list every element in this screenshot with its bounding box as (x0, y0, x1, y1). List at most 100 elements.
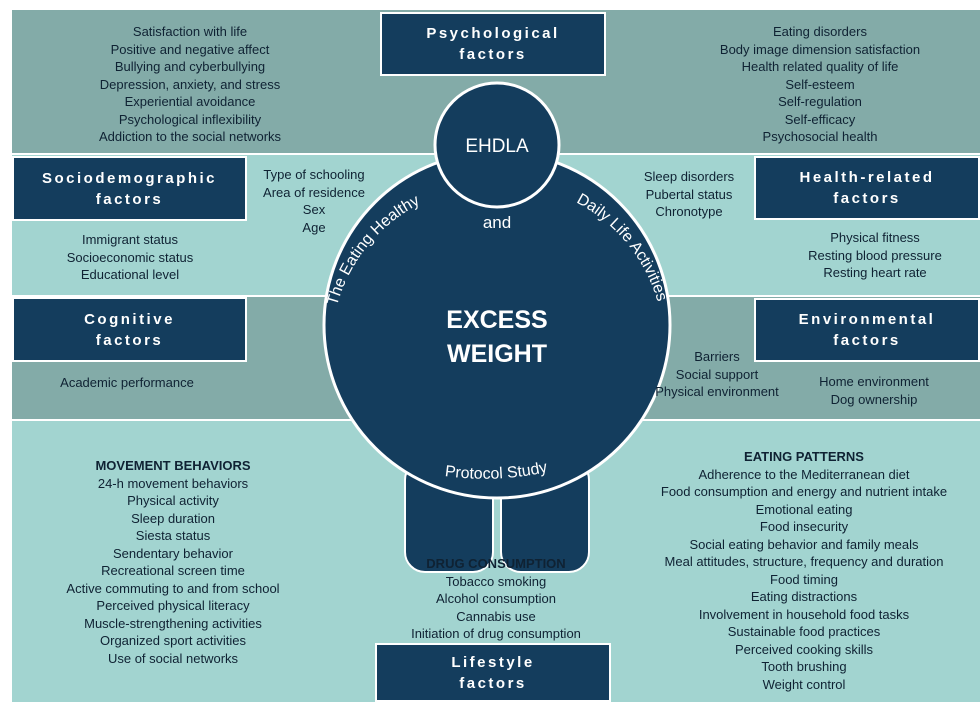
head-circle (433, 81, 561, 209)
list-item: Adherence to the Mediterranean diet (698, 466, 910, 482)
list-item: Self-esteem (785, 76, 855, 92)
eating-header: EATING PATTERNS (744, 449, 864, 464)
list-item: Academic performance (60, 375, 194, 390)
environmental-factors-box: Environmental factors (754, 298, 980, 362)
sociodemographic-factors-box: Sociodemographic factors (12, 156, 247, 221)
list-item: Sex (302, 202, 326, 217)
list-item: Age (302, 219, 326, 235)
list-item: Involvement in household food tasks (698, 606, 910, 622)
list-item: Depression, anxiety, and stress (99, 76, 281, 92)
list-item: Eating disorders (773, 24, 867, 39)
list-item: Social eating behavior and family meals (689, 536, 919, 552)
list-item: Barriers (694, 349, 740, 364)
list-item: Home environment (819, 374, 929, 389)
list-item: Resting blood pressure (808, 247, 942, 263)
list-item: Immigrant status (81, 232, 179, 247)
box-subtitle: factors (833, 332, 901, 349)
list-item: Tooth brushing (761, 659, 847, 674)
box-subtitle: factors (95, 331, 164, 349)
cognitive-list: Academic performance (20, 374, 234, 392)
health-related-factors-box: Health-related factors (754, 156, 980, 220)
list-item: Social support (675, 366, 759, 382)
list-item: Self-regulation (778, 94, 862, 109)
list-item: Bullying and cyberbullying (114, 59, 266, 74)
list-item: Perceived cooking skills (734, 641, 873, 657)
psych-left-list: Satisfaction with life Positive and nega… (60, 23, 320, 146)
eating-patterns-list: EATING PATTERNS Adherence to the Mediter… (628, 448, 980, 693)
box-title: Psychological (426, 25, 560, 42)
list-item: Alcohol consumption (436, 591, 556, 606)
list-item: Organized sport activities (100, 633, 246, 648)
list-item: Food timing (770, 571, 838, 587)
list-item: Type of schooling (263, 167, 365, 182)
movement-behaviors-list: MOVEMENT BEHAVIORS 24-h movement behavio… (40, 457, 306, 667)
psych-right-list: Eating disorders Body image dimension sa… (690, 23, 950, 146)
env-inner-list: Barriers Social support Physical environ… (644, 348, 790, 401)
list-item: Tobacco smoking (445, 573, 547, 589)
list-item: Body image dimension satisfaction (719, 41, 921, 57)
list-item: Psychological inflexibility (118, 111, 262, 127)
box-title: Cognitive (84, 310, 175, 328)
excess-label: EXCESS (446, 306, 547, 334)
list-item: Positive and negative affect (110, 41, 270, 57)
cognitive-factors-box: Cognitive factors (12, 297, 247, 362)
list-item: Muscle-strengthening activities (84, 615, 262, 631)
list-item: Dog ownership (830, 391, 918, 407)
list-item: Meal attitudes, structure, frequency and… (664, 554, 944, 569)
list-item: Addiction to the social networks (98, 129, 282, 144)
list-item: Food insecurity (759, 519, 849, 534)
box-title: Lifestyle (451, 653, 535, 671)
list-item: Satisfaction with life (132, 24, 248, 39)
weight-label: WEIGHT (447, 340, 547, 368)
list-item: Area of residence (263, 184, 365, 200)
list-item: Sleep duration (131, 510, 215, 526)
lifestyle-factors-box: Lifestyle factors (375, 643, 611, 702)
list-item: Weight control (762, 676, 846, 692)
movement-header: MOVEMENT BEHAVIORS (95, 458, 251, 473)
list-item: Socioeconomic status (66, 249, 194, 265)
box-title: Environmental (798, 311, 936, 328)
list-item: Pubertal status (645, 186, 733, 202)
list-item: Sendentary behavior (113, 545, 233, 561)
list-item: Initiation of drug consumption (411, 626, 581, 641)
box-title: Health-related (799, 169, 935, 186)
list-item: Experiential avoidance (124, 94, 256, 109)
list-item: Self-efficacy (784, 111, 856, 127)
socio-outer-list: Immigrant status Socioeconomic status Ed… (35, 231, 225, 284)
list-item: Educational level (80, 267, 180, 282)
list-item: Chronotype (655, 204, 723, 219)
list-item: Perceived physical literacy (96, 598, 250, 613)
box-subtitle: factors (833, 190, 901, 207)
head-label: EHDLA (465, 136, 529, 157)
list-item: Eating distractions (750, 589, 858, 604)
box-subtitle: factors (459, 46, 527, 63)
list-item: Physical environment (655, 384, 779, 399)
list-item: Physical fitness (830, 230, 920, 245)
list-item: Sleep disorders (643, 169, 735, 184)
list-item: Recreational screen time (101, 563, 245, 578)
list-item: Sustainable food practices (727, 624, 881, 639)
list-item: Siesta status (135, 528, 211, 543)
and-label: and (483, 213, 511, 232)
env-outer-list: Home environment Dog ownership (794, 373, 954, 408)
box-title: Sociodemographic (41, 169, 218, 187)
health-inner-list: Sleep disorders Pubertal status Chronoty… (626, 168, 752, 221)
list-item: 24-h movement behaviors (97, 475, 249, 491)
list-item: Use of social networks (107, 650, 239, 666)
list-item: Food consumption and energy and nutrient… (660, 484, 948, 499)
list-item: Resting heart rate (823, 265, 927, 280)
list-item: Emotional eating (755, 501, 853, 517)
list-item: Health related quality of life (741, 59, 899, 74)
list-item: Active commuting to and from school (66, 580, 280, 596)
box-subtitle: factors (459, 674, 527, 692)
psychological-factors-box: Psychological factors (380, 12, 606, 76)
list-item: Physical activity (127, 493, 219, 508)
health-outer-list: Physical fitness Resting blood pressure … (770, 229, 980, 282)
box-subtitle: factors (95, 190, 164, 208)
list-item: Cannabis use (456, 608, 536, 624)
list-item: Psychosocial health (762, 129, 878, 144)
drug-header: DRUG CONSUMPTION (426, 556, 566, 571)
socio-inner-list: Type of schooling Area of residence Sex … (252, 166, 376, 236)
